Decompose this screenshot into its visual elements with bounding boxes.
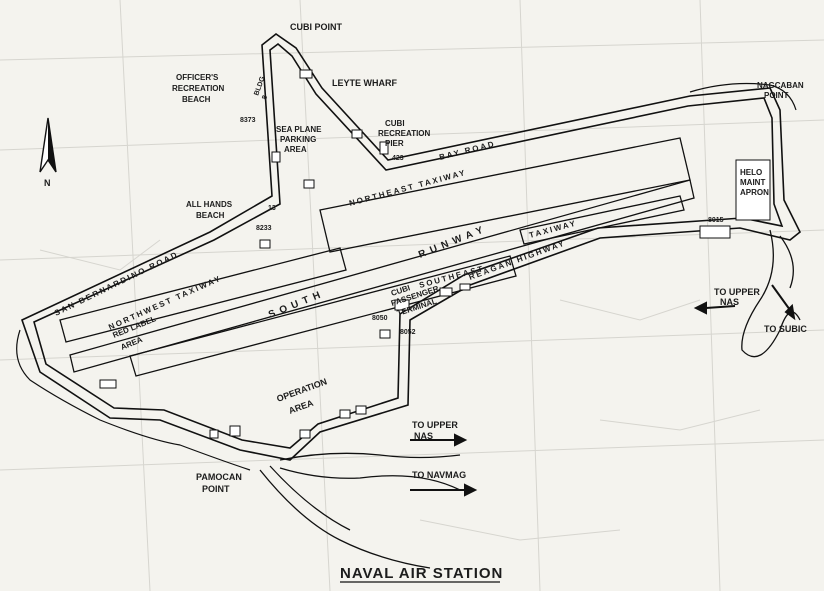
label-officers-beach-2: RECREATION xyxy=(172,84,225,93)
runways xyxy=(59,137,695,377)
label-highway: REAGAN HIGHWAY xyxy=(468,238,567,281)
label-south-runway-1: SOUTH xyxy=(267,288,327,321)
label-upper-nas-right-2: NAS xyxy=(720,297,739,307)
label-upper-nas-bottom-2: NAS xyxy=(414,431,433,441)
label-helo-2: MAINT xyxy=(740,178,765,187)
north-arrow-icon xyxy=(39,117,57,173)
bldg-423: 423 xyxy=(392,155,404,162)
station-perimeter xyxy=(21,33,802,461)
label-seaplane-2: PARKING xyxy=(280,135,316,144)
label-upper-nas-right-1: TO UPPER xyxy=(714,287,760,297)
label-nagcaban-2: POINT xyxy=(764,91,789,100)
label-seaplane-1: SEA PLANE xyxy=(276,125,322,134)
coastline xyxy=(16,329,251,471)
label-all-hands-1: ALL HANDS xyxy=(186,200,233,209)
north-label: N xyxy=(44,178,51,188)
label-operation-2: AREA xyxy=(287,398,315,416)
bldg-8373: 8373 xyxy=(240,117,256,124)
label-officers-beach-1: OFFICER'S xyxy=(176,73,219,82)
bldg-8052: 8052 xyxy=(400,329,416,336)
bldg-8050: 8050 xyxy=(372,315,388,322)
label-south-runway-2: RUNWAY xyxy=(417,223,489,261)
bldg-8015: 8015 xyxy=(708,217,724,224)
label-pamocan-2: POINT xyxy=(202,484,230,494)
label-northeast-taxiway: NORTHEAST TAXIWAY xyxy=(348,168,467,208)
coastline-north xyxy=(689,82,797,111)
label-leyte-wharf: LEYTE WHARF xyxy=(332,78,397,88)
label-to-navmag: TO NAVMAG xyxy=(412,470,466,480)
label-pamocan-1: PAMOCAN xyxy=(196,472,242,482)
label-helo-3: APRON xyxy=(740,188,769,197)
label-seaplane-3: AREA xyxy=(284,145,307,154)
buildings xyxy=(99,69,771,439)
outer-roads xyxy=(259,229,801,569)
label-cubi-pier-1: CUBI xyxy=(385,119,405,128)
label-to-subic: TO SUBIC xyxy=(764,324,807,334)
label-cubi-point: CUBI POINT xyxy=(290,22,343,32)
label-upper-nas-bottom-1: TO UPPER xyxy=(412,420,458,430)
bldg-13: 13 xyxy=(268,205,276,212)
bldg-8233: 8233 xyxy=(256,225,272,232)
label-all-hands-2: BEACH xyxy=(196,211,225,220)
direction-arrows xyxy=(410,284,796,497)
label-cubi-pier-3: PIER xyxy=(385,139,404,148)
label-cubi-pier-2: RECREATION xyxy=(378,129,431,138)
bldg-label-3: 8 xyxy=(261,95,269,101)
label-taxiway: TAXIWAY xyxy=(528,219,578,240)
map-title: NAVAL AIR STATION xyxy=(340,565,503,582)
label-officers-beach-3: BEACH xyxy=(182,95,211,104)
label-helo-1: HELO xyxy=(740,168,762,177)
label-nagcaban-1: NAGCABAN xyxy=(757,81,804,90)
